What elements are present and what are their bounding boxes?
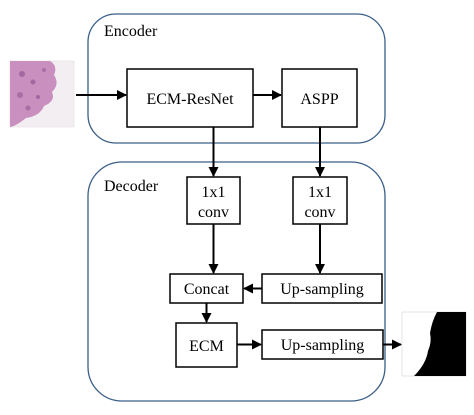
segmentation-mask-thumbnail xyxy=(414,312,466,376)
output-image xyxy=(401,311,467,377)
histology-patch-thumbnail xyxy=(10,61,57,127)
conv2-line1: 1x1 xyxy=(308,184,332,201)
aspp-label: ASPP xyxy=(300,91,338,108)
aspp-box xyxy=(281,68,358,128)
encoder-title: Encoder xyxy=(104,23,158,40)
conv1-line2: conv xyxy=(198,204,229,221)
upsampling2-label: Up-sampling xyxy=(281,337,365,354)
decoder-title: Decoder xyxy=(104,178,159,195)
conv1-line1: 1x1 xyxy=(202,184,226,201)
conv2-box xyxy=(292,176,348,225)
ecm-resnet-box xyxy=(126,68,254,128)
ecm-label: ECM xyxy=(189,338,224,355)
upsampling1-label: Up-sampling xyxy=(280,281,364,298)
concat-label: Concat xyxy=(184,281,230,298)
upsampling2-box xyxy=(261,329,384,360)
input-image xyxy=(9,60,75,128)
conv2-line2: conv xyxy=(304,204,335,221)
ecm-resnet-label: ECM-ResNet xyxy=(146,91,234,108)
